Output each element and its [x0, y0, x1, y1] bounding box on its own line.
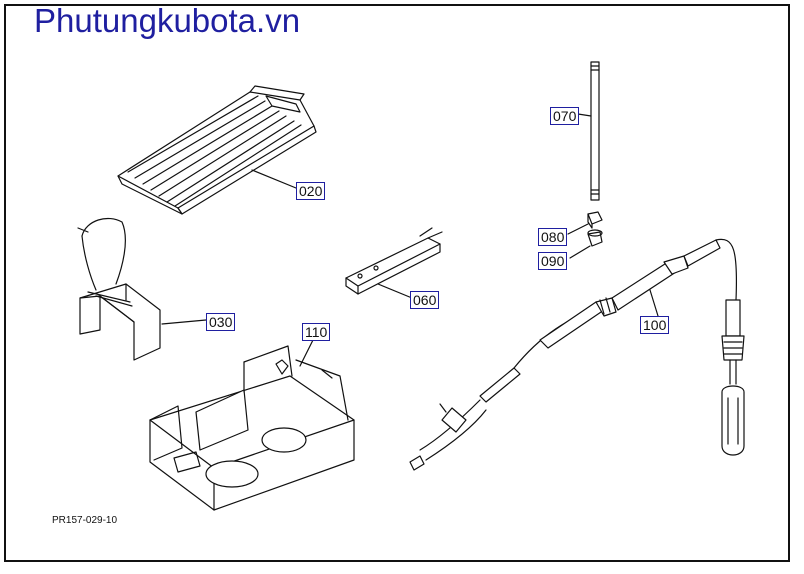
part-090-cap [587, 229, 603, 247]
drawing-code: PR157-029-10 [52, 515, 118, 526]
part-020-mat [117, 85, 317, 215]
leader-090 [569, 245, 591, 259]
leader-030 [161, 319, 207, 325]
diagram-frame [4, 4, 790, 562]
part-label-030[interactable]: 030 [206, 313, 236, 331]
part-label-110[interactable]: 110 [302, 323, 331, 341]
leader-080 [567, 223, 589, 235]
part-label-060[interactable]: 060 [410, 291, 440, 309]
leader-070 [577, 113, 592, 117]
part-label-090[interactable]: 090 [538, 252, 568, 270]
watermark: Phutungkubota.vn [34, 2, 301, 39]
part-label-070[interactable]: 070 [550, 107, 580, 125]
part-label-100[interactable]: 100 [640, 316, 670, 334]
part-030-bracket [77, 217, 161, 361]
part-label-080[interactable]: 080 [538, 228, 568, 246]
leader-020 [251, 169, 297, 189]
part-060-clip [345, 227, 443, 295]
part-110-plate [149, 345, 355, 511]
part-label-020[interactable]: 020 [296, 182, 326, 200]
leader-060 [377, 283, 413, 299]
part-100-cable [409, 238, 745, 471]
part-070-rod [590, 61, 600, 201]
leader-100 [649, 289, 659, 317]
part-080-nut [587, 211, 603, 229]
leader-110 [299, 337, 315, 367]
